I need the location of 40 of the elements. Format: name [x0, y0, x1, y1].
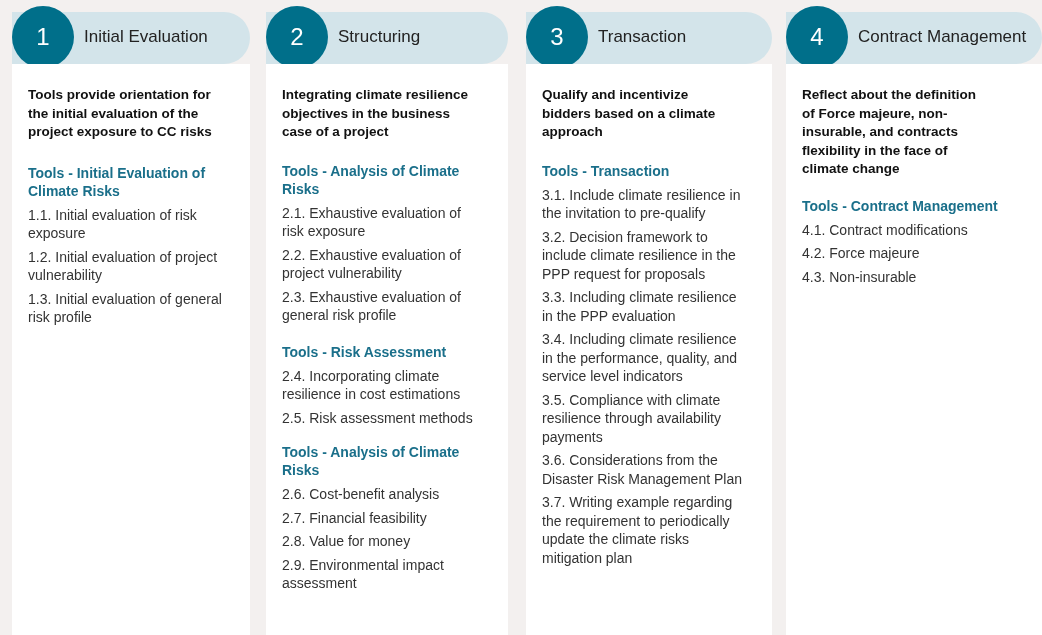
tool-item: 1.2. Initial evaluation of project vulnerability	[28, 247, 219, 285]
phase-description: Reflect about the definition of Force majeure, non-insurable, and contracts flexibility in the face of climate change	[802, 86, 977, 178]
tool-item: 2.4. Incorporating climate resilience in cost estimations	[282, 366, 462, 404]
phase-title: Structuring	[338, 27, 421, 47]
phase-card	[12, 64, 250, 635]
tool-item: 3.3. Including climate resilience in the PPP evaluation	[542, 288, 738, 325]
tool-item: 4.1. Contract modifications	[802, 220, 969, 239]
phase-card	[786, 64, 1042, 635]
tool-item: 2.9. Environmental impact assessment	[282, 555, 445, 593]
phase-card	[266, 64, 508, 635]
tools-heading: Tools - Contract Management	[802, 196, 999, 215]
tool-item: 2.3. Exhaustive evaluation of general risk profile	[282, 287, 462, 325]
tools-heading: Tools - Risk Assessment	[282, 342, 448, 361]
tool-item: 1.3. Initial evaluation of general risk profile	[28, 289, 223, 327]
tools-heading: Tools - Transaction	[542, 161, 671, 180]
tool-item: 4.2. Force majeure	[802, 244, 921, 263]
tool-item: 4.3. Non-insurable	[802, 267, 918, 286]
tool-item: 2.2. Exhaustive evaluation of project vulnerability	[282, 245, 462, 283]
tools-heading: Tools - Analysis of Climate Risks	[282, 161, 461, 198]
tool-item: 2.5. Risk assessment methods	[282, 408, 474, 427]
tool-item: 3.7. Writing example regarding the requirement to periodically update the climate risks mitigation plan	[542, 493, 734, 567]
tools-heading: Tools - Initial Evaluation of Climate Risks	[28, 163, 207, 200]
tool-item: 3.1. Include climate resilience in the invitation to pre-qualify	[542, 185, 742, 223]
phase-title: Transaction	[598, 27, 687, 47]
tool-item: 3.4. Including climate resilience in the performance, quality, and service level indicators	[542, 330, 739, 386]
phase-card	[526, 64, 772, 635]
phase-title: Initial Evaluation	[84, 27, 208, 47]
tool-item: 3.2. Decision framework to include climate resilience in the PPP request for proposals	[542, 227, 737, 283]
phase-description: Tools provide orientation for the initial evaluation of the project exposure to CC risks	[28, 86, 213, 141]
tool-item: 3.6. Considerations from the Disaster Risk Management Plan	[542, 451, 742, 488]
tool-item: 1.1. Initial evaluation of risk exposure	[28, 205, 198, 243]
tool-item: 2.1. Exhaustive evaluation of risk exposure	[282, 203, 462, 241]
tool-item: 3.5. Compliance with climate resilience through availability payments	[542, 390, 722, 446]
tools-heading: Tools - Analysis of Climate Risks	[282, 443, 461, 479]
tool-item: 2.8. Value for money	[282, 532, 412, 551]
tool-item: 2.7. Financial feasibility	[282, 508, 428, 527]
phase-description: Integrating climate resilience objectives in the business case of a project	[282, 86, 470, 141]
phase-description: Qualify and incentivize bidders based on a climate approach	[542, 86, 717, 141]
phase-title: Contract Management	[858, 27, 1027, 47]
tool-item: 2.6. Cost-benefit analysis	[282, 485, 441, 504]
